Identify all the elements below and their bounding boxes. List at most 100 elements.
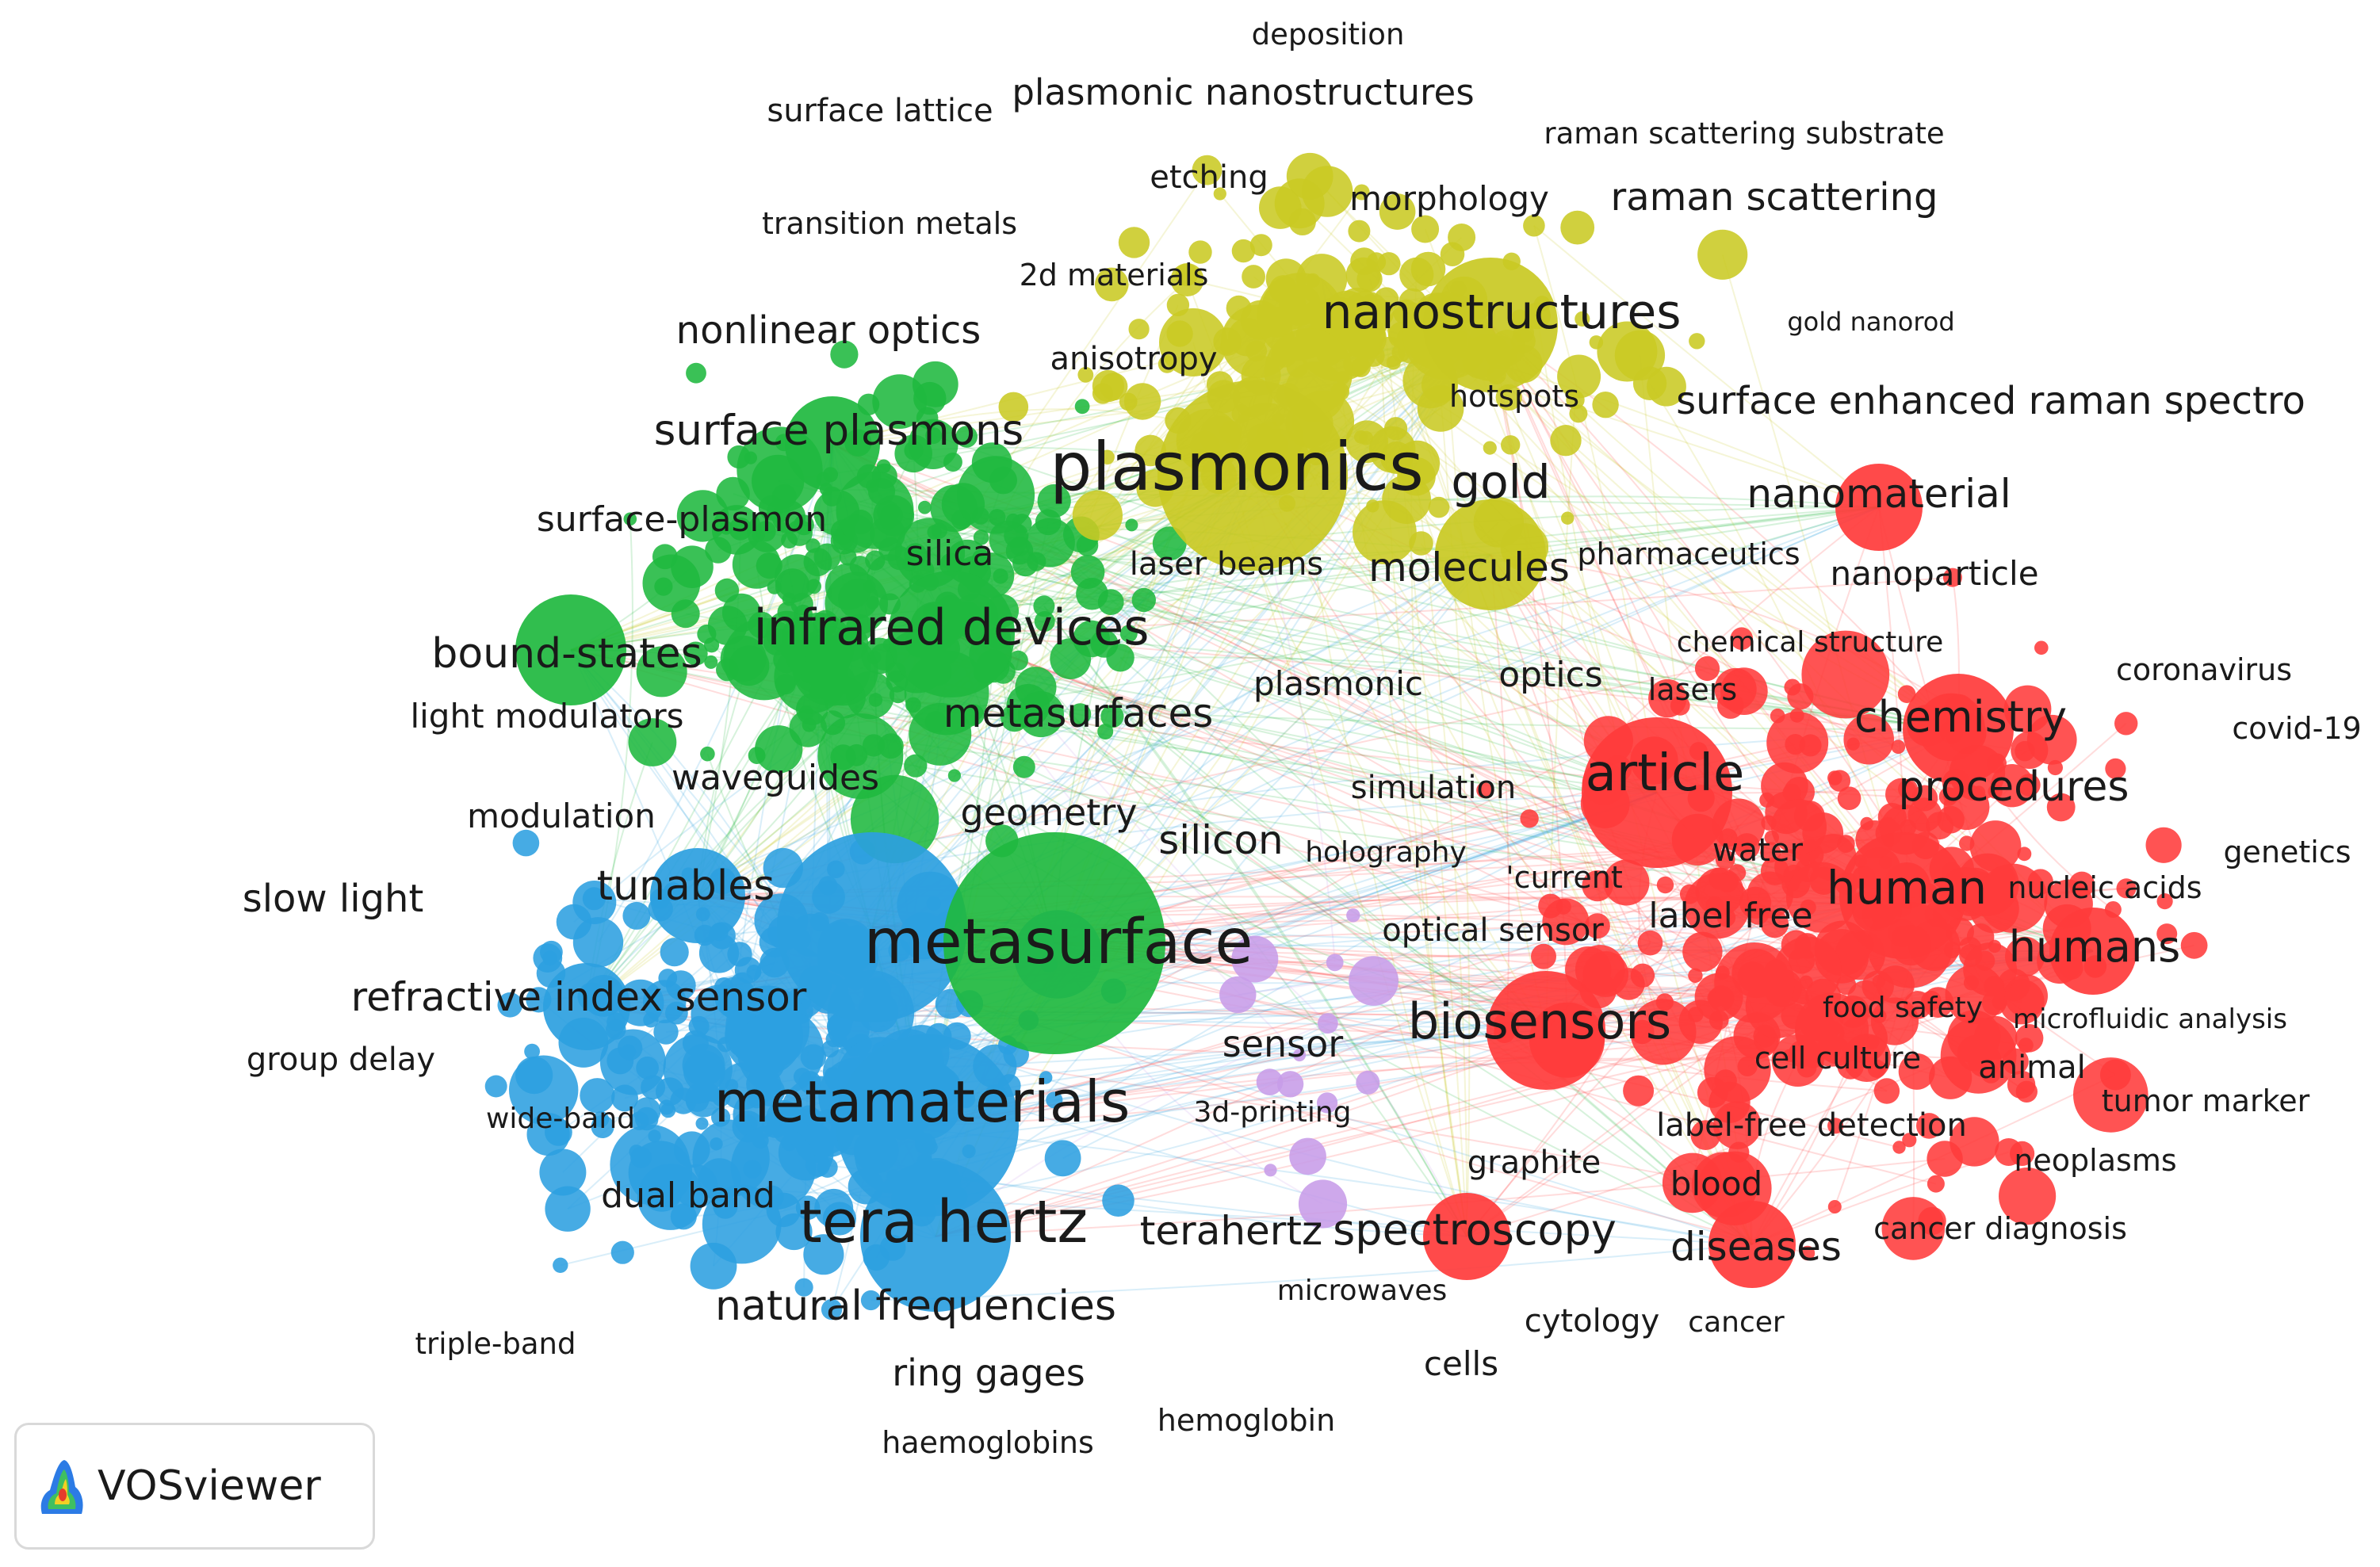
term-node[interactable] [1999, 979, 2045, 1025]
term-label[interactable]: silicon [1158, 817, 1284, 863]
term-node[interactable] [1942, 568, 1962, 587]
term-node[interactable] [1100, 705, 1124, 728]
term-node[interactable] [610, 1240, 634, 1264]
term-node[interactable] [591, 1114, 614, 1138]
term-label[interactable]: surface lattice [767, 93, 993, 129]
term-label[interactable]: microfluidic analysis [2013, 1003, 2287, 1035]
term-node[interactable] [1704, 1036, 1771, 1103]
term-label[interactable]: tunables [597, 862, 775, 910]
term-label[interactable]: blood [1670, 1164, 1762, 1203]
term-node[interactable] [1289, 1137, 1326, 1175]
term-node[interactable] [1542, 898, 1590, 946]
term-node[interactable] [1318, 1013, 1338, 1034]
term-node[interactable] [1713, 1101, 1762, 1149]
term-node[interactable] [1766, 711, 1829, 774]
term-node[interactable] [1916, 1113, 1942, 1139]
term-label[interactable]: group delay [247, 1041, 435, 1078]
term-node[interactable] [730, 1125, 817, 1210]
term-node[interactable] [1689, 333, 1705, 350]
term-node[interactable] [836, 1034, 1019, 1217]
term-node[interactable] [1345, 257, 1381, 292]
term-node[interactable] [1648, 678, 1687, 718]
term-label[interactable]: gold [1451, 455, 1550, 509]
term-node[interactable] [1346, 908, 1360, 923]
term-label[interactable]: 3d-printing [1193, 1096, 1351, 1129]
term-node[interactable] [1682, 931, 1723, 973]
term-label[interactable]: nanostructures [1322, 285, 1681, 340]
term-label[interactable]: genetics [2223, 835, 2351, 869]
term-node[interactable] [908, 419, 959, 470]
term-node[interactable] [2114, 712, 2138, 736]
term-label[interactable]: biosensors [1408, 992, 1671, 1050]
term-label[interactable]: label free [1648, 896, 1812, 936]
term-node[interactable] [1298, 1179, 1348, 1229]
term-label[interactable]: spectroscopy [1333, 1205, 1617, 1255]
term-node[interactable] [755, 725, 803, 774]
term-label[interactable]: nonlinear optics [676, 308, 981, 353]
term-node[interactable] [663, 1034, 733, 1104]
term-node[interactable] [1730, 627, 1754, 650]
term-node[interactable] [1897, 685, 1916, 703]
term-node[interactable] [1106, 644, 1135, 672]
term-label[interactable]: haemoglobins [882, 1425, 1094, 1460]
term-node[interactable] [943, 832, 1165, 1054]
term-node[interactable] [1873, 1078, 1900, 1104]
term-node[interactable] [1708, 1201, 1796, 1288]
term-node[interactable] [1623, 1075, 1655, 1106]
term-label[interactable]: slow light [243, 877, 424, 921]
term-node[interactable] [676, 490, 729, 542]
term-node[interactable] [1037, 483, 1071, 518]
term-node[interactable] [1118, 227, 1150, 258]
term-node[interactable] [1356, 1070, 1380, 1095]
term-label[interactable]: nanoparticle [1830, 554, 2038, 593]
term-node[interactable] [791, 626, 871, 706]
term-node[interactable] [1025, 518, 1075, 568]
term-label[interactable]: anisotropy [1050, 341, 1217, 377]
term-node[interactable] [623, 512, 637, 526]
term-label[interactable]: modulation [467, 797, 656, 835]
term-node[interactable] [860, 1290, 882, 1311]
term-node[interactable] [1070, 555, 1105, 589]
term-node[interactable] [785, 396, 880, 491]
term-label[interactable]: label-free detection [1656, 1107, 1967, 1144]
term-node[interactable] [1550, 425, 1582, 457]
term-node[interactable] [1940, 1017, 2017, 1094]
term-node[interactable] [1423, 258, 1558, 392]
term-label[interactable]: food safety [1823, 992, 1983, 1024]
term-node[interactable] [622, 901, 651, 930]
term-node[interactable] [1688, 968, 1703, 984]
term-node[interactable] [1827, 1200, 1842, 1213]
term-label[interactable]: 2d materials [1020, 258, 1209, 292]
term-label[interactable]: cancer diagnosis [1873, 1211, 2127, 1246]
term-node[interactable] [1476, 782, 1493, 798]
term-node[interactable] [484, 1075, 507, 1098]
term-node[interactable] [794, 1278, 813, 1297]
term-node[interactable] [610, 1124, 691, 1205]
term-node[interactable] [1050, 638, 1092, 679]
term-node[interactable] [973, 529, 989, 545]
term-node[interactable] [1102, 1184, 1135, 1217]
term-node[interactable] [1582, 717, 1732, 868]
term-node[interactable] [1448, 224, 1476, 251]
term-node[interactable] [1379, 193, 1416, 230]
term-node[interactable] [894, 518, 966, 588]
term-node[interactable] [1256, 1068, 1284, 1095]
term-node[interactable] [1839, 832, 1966, 959]
term-node[interactable] [1033, 595, 1055, 617]
term-node[interactable] [599, 1029, 666, 1095]
term-node[interactable] [1192, 155, 1223, 185]
term-node[interactable] [1978, 863, 2048, 934]
term-node[interactable] [1157, 380, 1348, 571]
term-label[interactable]: surface-plasmon [537, 499, 827, 540]
term-node[interactable] [1647, 366, 1686, 407]
term-label[interactable]: tera hertz [799, 1188, 1089, 1256]
term-label[interactable]: etching [1150, 159, 1268, 196]
term-node[interactable] [1353, 184, 1370, 201]
term-label[interactable]: plasmonics [1050, 428, 1424, 506]
term-node[interactable] [580, 1078, 615, 1114]
term-node[interactable] [653, 1019, 679, 1045]
term-label[interactable]: chemical structure [1677, 626, 1944, 659]
term-label[interactable]: gold nanorod [1787, 307, 1954, 337]
term-node[interactable] [1837, 786, 1862, 810]
term-node[interactable] [1219, 976, 1257, 1014]
